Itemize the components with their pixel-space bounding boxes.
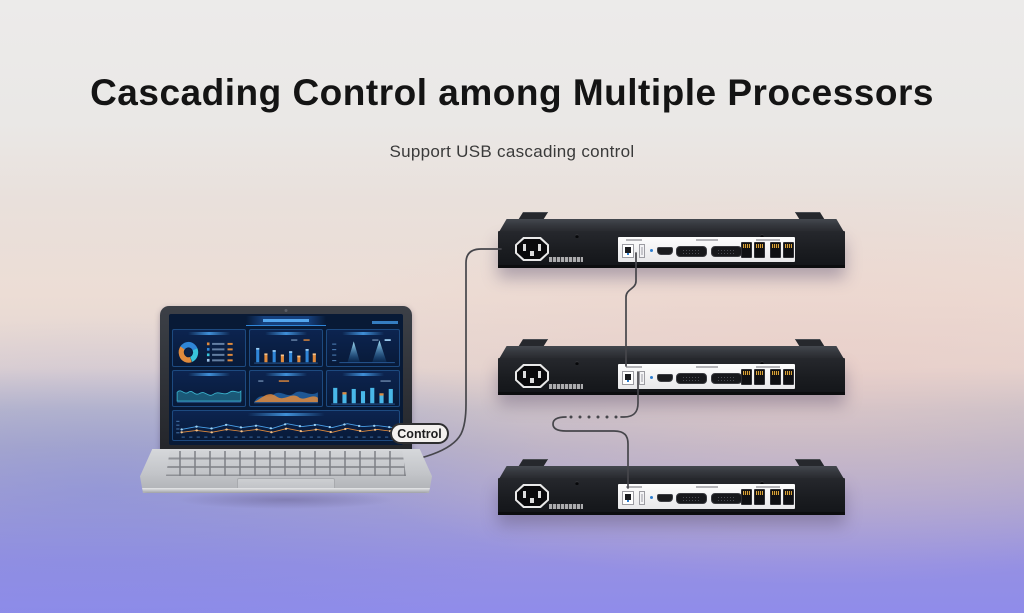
ethernet-port — [754, 369, 765, 385]
power-pin — [530, 378, 534, 383]
power-pin — [523, 244, 526, 251]
laptop-lid — [160, 306, 412, 452]
port-group-label — [696, 239, 718, 241]
chassis-rear-panel — [498, 478, 845, 515]
power-pin — [538, 244, 541, 251]
ethernet-port — [741, 489, 752, 505]
power-inlet-socket — [517, 239, 547, 259]
power-inlet-socket — [517, 366, 547, 386]
usb-b-port — [622, 244, 634, 258]
status-led — [650, 249, 653, 252]
ethernet-port — [783, 489, 794, 505]
screw-icon — [575, 481, 579, 485]
area-chart-panel — [172, 369, 246, 407]
power-pin — [530, 251, 534, 256]
hdmi-port — [657, 494, 673, 502]
screw-icon — [760, 234, 764, 238]
power-pin — [523, 371, 526, 378]
cable-dotted-continuation — [569, 415, 618, 419]
ethernet-port — [783, 369, 794, 385]
chassis-rear-panel — [498, 231, 845, 268]
port-group-label — [626, 486, 642, 488]
port-group-label — [626, 366, 642, 368]
power-pin — [538, 491, 541, 498]
usb-a-port — [639, 371, 645, 385]
chassis-rear-panel — [498, 358, 845, 395]
peak-chart-panel — [326, 329, 400, 367]
power-pin — [538, 371, 541, 378]
screw-icon — [575, 361, 579, 365]
dvi-port — [711, 493, 742, 504]
power-inlet-port — [515, 237, 549, 261]
dashboard-grid — [169, 329, 403, 407]
donut-chart-panel — [172, 329, 246, 367]
power-inlet-port — [515, 484, 549, 508]
port-group-label — [756, 486, 780, 488]
usb-b-port — [622, 371, 634, 385]
dvi-port — [676, 493, 707, 504]
port-group-label — [626, 239, 642, 241]
vent-grille — [549, 257, 583, 262]
page-subtitle: Support USB cascading control — [389, 142, 635, 161]
port-group-label — [696, 486, 718, 488]
grouped-bar-chart-panel — [249, 329, 323, 367]
laptop-trackpad — [237, 478, 335, 491]
dvi-port — [711, 373, 742, 384]
status-led — [650, 496, 653, 499]
laptop-screen — [169, 314, 403, 445]
processor-3 — [498, 457, 845, 517]
ethernet-port — [770, 369, 781, 385]
hdmi-port — [657, 247, 673, 255]
stacked-wave-chart-panel — [249, 369, 323, 407]
usb-b-port — [622, 491, 634, 505]
dvi-port — [711, 246, 742, 257]
screw-icon — [760, 361, 764, 365]
port-group-label — [696, 366, 718, 368]
ethernet-port — [741, 242, 752, 258]
dashboard-datetime — [372, 321, 398, 324]
port-group-label — [756, 239, 780, 241]
port-group-label — [756, 366, 780, 368]
page-title: Cascading Control among Multiple Process… — [90, 72, 934, 113]
dvi-port — [676, 246, 707, 257]
bar-chart-panel — [326, 369, 400, 407]
dashboard-header — [169, 316, 403, 329]
ethernet-port — [754, 242, 765, 258]
power-inlet-socket — [517, 486, 547, 506]
status-led — [650, 376, 653, 379]
ethernet-port — [754, 489, 765, 505]
processor-1 — [498, 210, 845, 270]
power-pin — [523, 491, 526, 498]
processor-2 — [498, 337, 845, 397]
hdmi-port — [657, 374, 673, 382]
dvi-port — [676, 373, 707, 384]
vent-grille — [549, 504, 583, 509]
ethernet-port — [741, 369, 752, 385]
screw-icon — [760, 481, 764, 485]
power-inlet-port — [515, 364, 549, 388]
laptop-base — [140, 449, 432, 493]
control-laptop — [132, 300, 440, 513]
screw-icon — [575, 234, 579, 238]
timeline-line-chart-panel — [172, 410, 400, 441]
chassis-top — [499, 219, 844, 232]
ethernet-port — [770, 489, 781, 505]
chassis-top — [499, 346, 844, 359]
io-ports-panel — [618, 484, 795, 509]
vent-grille — [549, 384, 583, 389]
power-pin — [530, 498, 534, 503]
io-ports-panel — [618, 364, 795, 389]
ethernet-port — [770, 242, 781, 258]
ethernet-port — [783, 242, 794, 258]
usb-a-port — [639, 244, 645, 258]
control-badge: Control — [390, 423, 449, 444]
usb-a-port — [639, 491, 645, 505]
io-ports-panel — [618, 237, 795, 262]
webcam-icon — [284, 309, 288, 312]
dashboard-title-bar — [246, 316, 326, 326]
laptop-keyboard — [166, 451, 406, 476]
control-badge-label: Control — [397, 426, 442, 441]
